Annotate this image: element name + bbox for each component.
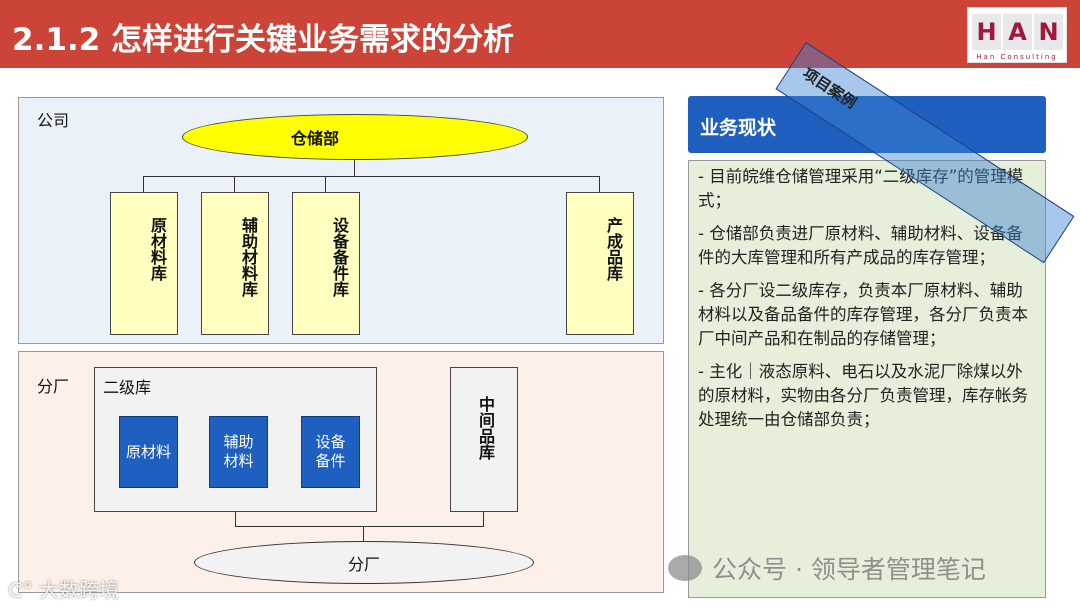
- store-products: 产成品库: [566, 192, 634, 335]
- brand-icon: ᕦ°: [8, 578, 33, 602]
- status-paragraph: - 目前皖维仓储管理采用“二级库存”的管理模式；: [698, 167, 1024, 210]
- status-paragraph: - 主化｜液态原料、电石以及水泥厂除煤以外的原材料，实物由各分厂负责管理，库存帐…: [698, 362, 1028, 429]
- store-raw-material: 原材料库: [110, 192, 178, 335]
- status-paragraph: - 各分厂设二级库存，负责本厂原材料、辅助材料以及备品备件的库存管理，各分厂负责…: [698, 281, 1028, 348]
- branch-panel: 分厂 二级库 原材料 辅助材料 设备备件 中间品库 分厂: [18, 351, 664, 593]
- warehouse-ellipse: 仓储部: [182, 114, 528, 160]
- middle-store: 中间品库: [450, 367, 518, 512]
- secondary-equipment: 设备备件: [301, 416, 360, 488]
- branch-ellipse: 分厂: [194, 541, 534, 584]
- store-auxiliary: 辅助材料库: [201, 192, 269, 335]
- secondary-auxiliary: 辅助材料: [209, 416, 268, 488]
- corner-watermark: ᕦ° 大数跨境: [8, 578, 119, 602]
- status-header: 业务现状: [688, 96, 1046, 153]
- status-body: - 目前皖维仓储管理采用“二级库存”的管理模式； - 仓储部负责进厂原材料、辅助…: [688, 160, 1046, 598]
- page-title: 2.1.2 怎样进行关键业务需求的分析: [12, 22, 515, 58]
- secondary-raw-material: 原材料: [119, 416, 178, 488]
- han-logo: H A N Han Consulting: [967, 7, 1067, 63]
- branch-label: 分厂: [37, 377, 70, 396]
- company-panel: 公司 仓储部 原材料库 辅助材料库 设备备件库 产成品库: [18, 97, 664, 344]
- status-paragraph: - 仓储部负责进厂原材料、辅助材料、设备备件的大库管理和所有产成品的库存管理；: [698, 224, 1023, 267]
- company-label: 公司: [37, 111, 70, 130]
- title-bar: 2.1.2 怎样进行关键业务需求的分析: [0, 0, 1080, 68]
- store-equipment: 设备备件库: [292, 192, 360, 335]
- wechat-watermark: 公众号 · 领导者管理笔记: [668, 550, 986, 586]
- wechat-icon: [668, 555, 702, 581]
- secondary-store: 二级库 原材料 辅助材料 设备备件: [94, 367, 377, 512]
